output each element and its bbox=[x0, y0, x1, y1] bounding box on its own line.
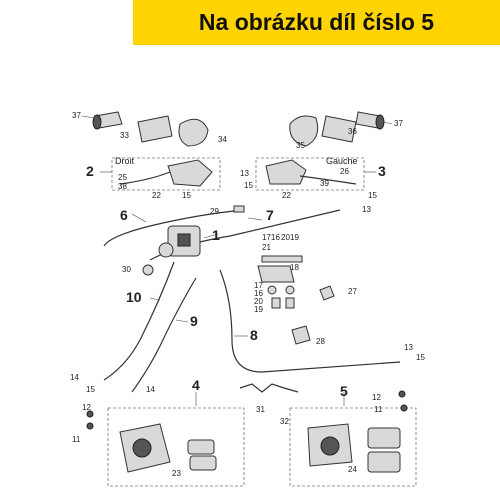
abs-modulator bbox=[158, 225, 201, 258]
callout-14-center: 14 bbox=[146, 385, 155, 394]
callout-6: 6 bbox=[120, 207, 128, 223]
callout-3: 3 bbox=[378, 163, 386, 179]
callout-13-top: 13 bbox=[240, 169, 249, 178]
fitting-cluster bbox=[257, 255, 303, 309]
callout-22-left: 22 bbox=[152, 191, 161, 200]
callout-5: 5 bbox=[340, 383, 348, 399]
callout-38: 38 bbox=[118, 182, 127, 191]
clamp-30 bbox=[142, 264, 154, 276]
callout-24: 24 bbox=[348, 465, 357, 474]
rear-brake-pads bbox=[367, 427, 401, 473]
callout-36: 36 bbox=[348, 127, 357, 136]
callout-23: 23 bbox=[172, 469, 181, 478]
callout-15-right: 15 bbox=[416, 353, 425, 362]
callout-26: 26 bbox=[340, 167, 349, 176]
callout-35: 35 bbox=[296, 141, 305, 150]
callout-15-mid-right: 15 bbox=[368, 191, 377, 200]
callout-17-top: 17 bbox=[262, 233, 271, 242]
banner-title: Na obrázku díl číslo 5 bbox=[198, 9, 435, 35]
callout-2: 2 bbox=[86, 163, 94, 179]
callout-28: 28 bbox=[316, 337, 325, 346]
callout-11-left: 11 bbox=[72, 435, 81, 444]
callout-19-top: 19 bbox=[290, 233, 299, 242]
front-brake-pads bbox=[187, 439, 217, 471]
callout-8: 8 bbox=[250, 327, 258, 343]
right-brake-lever bbox=[119, 159, 213, 187]
callout-7: 7 bbox=[266, 207, 274, 223]
callout-13-lower: 13 bbox=[404, 343, 413, 352]
callout-37-right: 37 bbox=[394, 119, 403, 128]
callout-15-top: 15 bbox=[244, 181, 253, 190]
callout-37-left: 37 bbox=[72, 111, 81, 120]
exploded-parts-diagram: Droit Gauche bbox=[70, 111, 425, 487]
callout-27: 27 bbox=[348, 287, 357, 296]
callout-19-bottom: 19 bbox=[254, 305, 263, 314]
callout-17-bottom: 17 bbox=[254, 281, 263, 290]
callout-22-right: 22 bbox=[282, 191, 291, 200]
callout-30: 30 bbox=[122, 265, 131, 274]
title-banner: Na obrázku díl číslo 5 bbox=[133, 0, 500, 45]
callout-25: 25 bbox=[118, 173, 127, 182]
callout-4: 4 bbox=[192, 377, 200, 393]
front-caliper bbox=[119, 423, 171, 473]
callout-29: 29 bbox=[210, 207, 219, 216]
callout-15-left: 15 bbox=[86, 385, 95, 394]
callout-15-mid-left: 15 bbox=[182, 191, 191, 200]
brake-line-10 bbox=[103, 261, 175, 381]
callout-32: 32 bbox=[280, 417, 289, 426]
callout-20-top: 20 bbox=[281, 233, 290, 242]
callout-21: 21 bbox=[262, 243, 271, 252]
clip-29 bbox=[233, 205, 245, 213]
callout-16-top: 16 bbox=[271, 233, 280, 242]
callout-1: 1 bbox=[212, 227, 220, 243]
callout-16-bottom: 16 bbox=[254, 289, 263, 298]
bracket-31 bbox=[239, 383, 299, 393]
right-grip-assembly bbox=[289, 111, 385, 147]
label-gauche: Gauche bbox=[326, 156, 358, 166]
brake-line-8 bbox=[219, 269, 401, 373]
callout-31: 31 bbox=[256, 405, 265, 414]
left-brake-lever bbox=[265, 159, 357, 185]
callout-20-bottom: 20 bbox=[254, 297, 263, 306]
callout-34: 34 bbox=[218, 135, 227, 144]
clip-27 bbox=[319, 285, 335, 301]
bracket-28 bbox=[291, 325, 311, 345]
brake-hose-6 bbox=[103, 209, 245, 247]
callout-33: 33 bbox=[120, 131, 129, 140]
label-droit: Droit bbox=[115, 156, 135, 166]
left-grip-assembly bbox=[92, 111, 209, 147]
callout-9: 9 bbox=[190, 313, 198, 329]
callout-18: 18 bbox=[290, 263, 299, 272]
callout-13-right: 13 bbox=[362, 205, 371, 214]
callout-11-right: 11 bbox=[374, 405, 383, 414]
rear-caliper bbox=[307, 423, 353, 467]
callout-39: 39 bbox=[320, 179, 329, 188]
brake-line-9 bbox=[131, 277, 197, 393]
callout-12-right: 12 bbox=[372, 393, 381, 402]
callout-10: 10 bbox=[126, 289, 142, 305]
callout-14-left: 14 bbox=[70, 373, 79, 382]
callout-12-left: 12 bbox=[82, 403, 91, 412]
